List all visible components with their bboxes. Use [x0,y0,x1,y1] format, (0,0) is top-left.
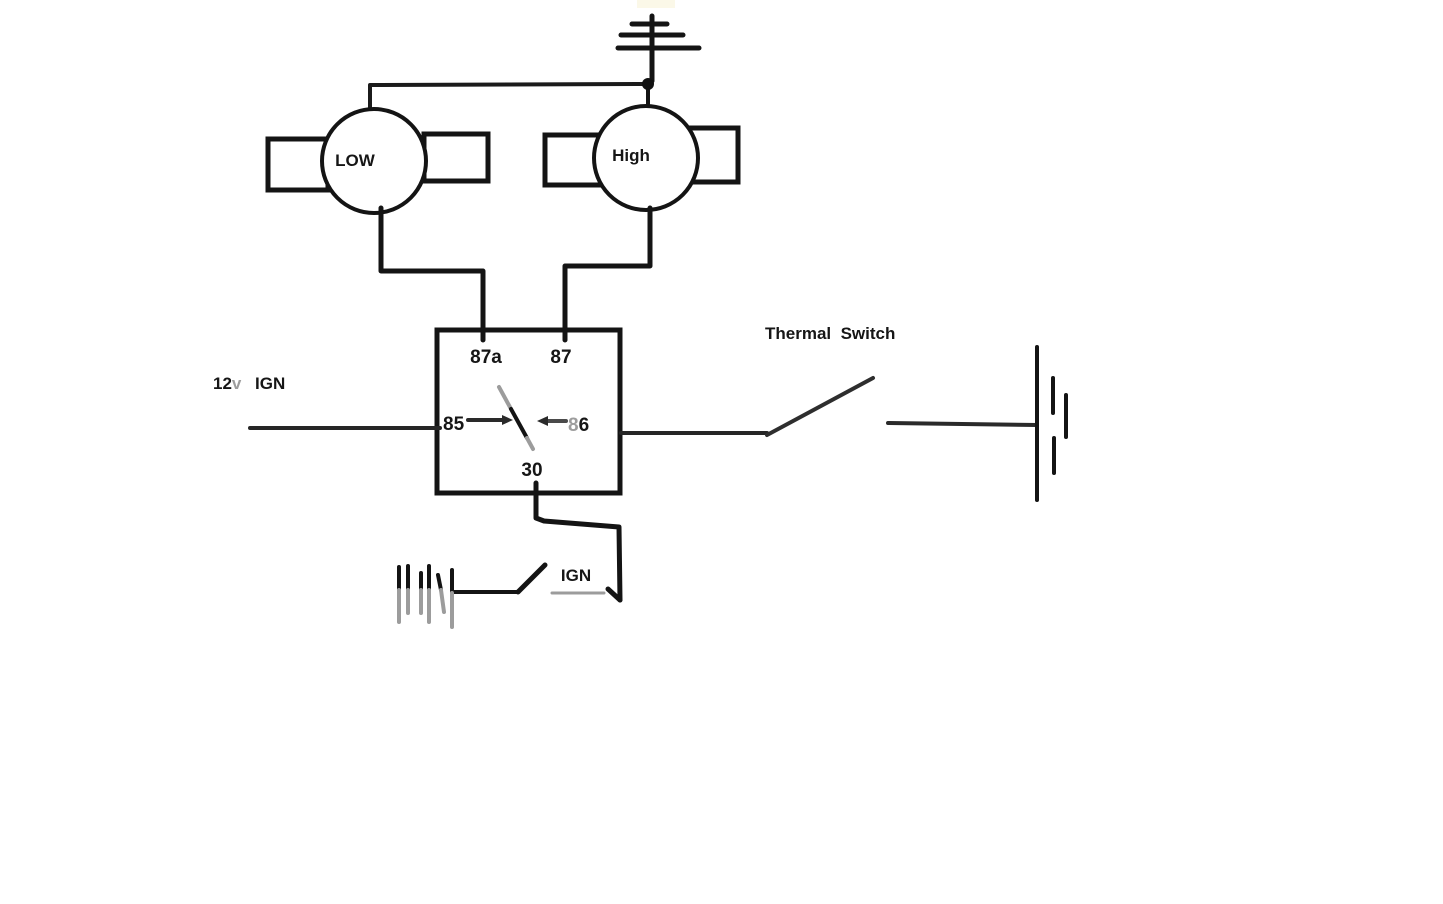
supply-num: 12 [213,374,232,393]
relay-terminal-85-label: 85 [443,414,465,435]
battery-bar-5-gray [439,588,446,614]
relay-arrow-86-head [537,416,548,426]
thermal-switch-label: Thermal Switch [765,324,895,343]
wire-30-to-ign [533,480,623,603]
high-motor: High [542,104,741,343]
relay-blade-bottom [525,436,535,451]
low-motor: LOW [265,107,491,343]
thermal-switch-blade-icon [765,376,875,437]
relay-terminal-86-label: 86 [568,415,589,436]
relay-86-dark-digit: 6 [579,415,590,436]
wire-thermal-to-ground [886,421,1039,427]
relay-arrow-85-icon [466,415,513,425]
junction-dot [642,78,654,90]
wire-high-to-87 [562,205,653,343]
relay-blade-top [497,385,513,411]
ignition-circuit: IGN [451,480,623,603]
high-motor-circle [592,104,700,212]
relay-box [434,327,623,496]
relay: 87a 87 85 86 30 [434,327,623,496]
relay-terminal-87-label: 87 [550,347,571,368]
low-right-winding [421,131,491,184]
high-motor-label: High [612,146,650,165]
low-motor-label: LOW [335,151,376,170]
relay-arrow-86-icon [537,416,568,426]
ign-switch-label: IGN [561,566,591,585]
relay-terminal-30-label: 30 [521,460,542,481]
relay-contact-blade-icon [497,385,535,451]
low-motor-circle [320,107,428,215]
thermal-switch: Thermal Switch [619,324,1039,437]
wire-low-to-junction [368,82,650,114]
right-ground-icon [1035,345,1068,502]
relay-terminal-87a-label: 87a [470,347,502,368]
supply-12v-label: 12v [213,374,242,393]
supply-ign-label: IGN [255,374,285,393]
battery-bar-5-dark [436,573,443,592]
artifact-smudge [637,0,675,8]
ign-switch-blade-icon [515,562,548,595]
top-ground-icon [615,13,702,84]
wire-low-to-87a [378,205,486,343]
relay-86-light-digit: 8 [568,415,579,436]
relay-arrow-85-head [502,415,513,425]
battery-hash-icon [397,564,454,629]
supply-unit: v [232,374,242,393]
low-left-winding [265,136,331,193]
ign-wire-hook [605,586,623,603]
relay-blade-mid [509,407,529,440]
supply-12v-ign: 12v IGN [213,374,442,430]
